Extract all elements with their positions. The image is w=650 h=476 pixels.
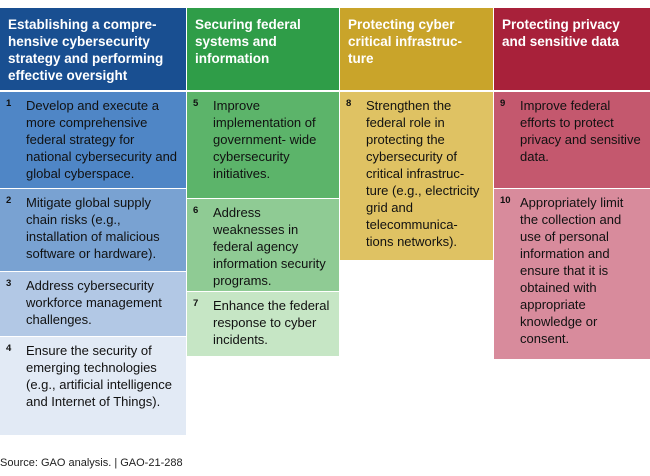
item-text: Mitigate global supply chain risks (e.g.… [26,195,160,261]
source-note: Source: GAO analysis. | GAO-21-288 [0,457,183,469]
item-number: 10 [500,195,511,206]
item-text: Ensure the security of emerging technolo… [26,343,172,409]
item-number: 5 [193,98,199,109]
action-item: 2 Mitigate global supply chain risks (e.… [0,189,186,271]
item-number: 9 [500,98,506,109]
item-text: Address cybersecurity workforce manageme… [26,278,162,327]
action-item: 3 Address cybersecurity workforce manage… [0,272,186,336]
item-number: 4 [6,343,12,354]
action-item: 1 Develop and execute a more comprehensi… [0,92,186,188]
action-item: 4 Ensure the security of emerging techno… [0,337,186,435]
action-item: 9 Improve federal efforts to protect pri… [494,92,650,188]
column-federal-systems: Securing federal systems and information… [187,8,339,356]
column-strategy-oversight: Establishing a compre- hensive cybersecu… [0,8,186,435]
action-item: 8 Strengthen the federal role in protect… [340,92,493,260]
column-header: Protecting privacy and sensitive data [494,8,650,90]
column-privacy-data: Protecting privacy and sensitive data 9 … [494,8,650,359]
column-critical-infrastructure: Protecting cyber critical infrastruc- tu… [340,8,493,260]
item-number: 1 [6,98,12,109]
item-number: 6 [193,205,199,216]
column-header: Protecting cyber critical infrastruc- tu… [340,8,493,90]
item-text: Improve federal efforts to protect priva… [520,98,641,164]
action-item: 6 Address weaknesses in federal agency i… [187,199,339,291]
item-text: Appropriately limit the collection and u… [520,195,624,346]
action-item: 7 Enhance the federal response to cyber … [187,292,339,356]
item-number: 8 [346,98,352,109]
action-item: 5 Improve implementation of government- … [187,92,339,198]
item-text: Strengthen the federal role in protectin… [366,98,480,249]
item-number: 2 [6,195,12,206]
item-text: Improve implementation of government- wi… [213,98,317,181]
item-text: Develop and execute a more comprehensive… [26,98,178,181]
column-header: Securing federal systems and information [187,8,339,90]
column-header: Establishing a compre- hensive cybersecu… [0,8,186,90]
item-text: Address weaknesses in federal agency inf… [213,205,326,288]
item-number: 3 [6,278,12,289]
action-item: 10 Appropriately limit the collection an… [494,189,650,359]
item-number: 7 [193,298,199,309]
item-text: Enhance the federal response to cyber in… [213,298,330,347]
